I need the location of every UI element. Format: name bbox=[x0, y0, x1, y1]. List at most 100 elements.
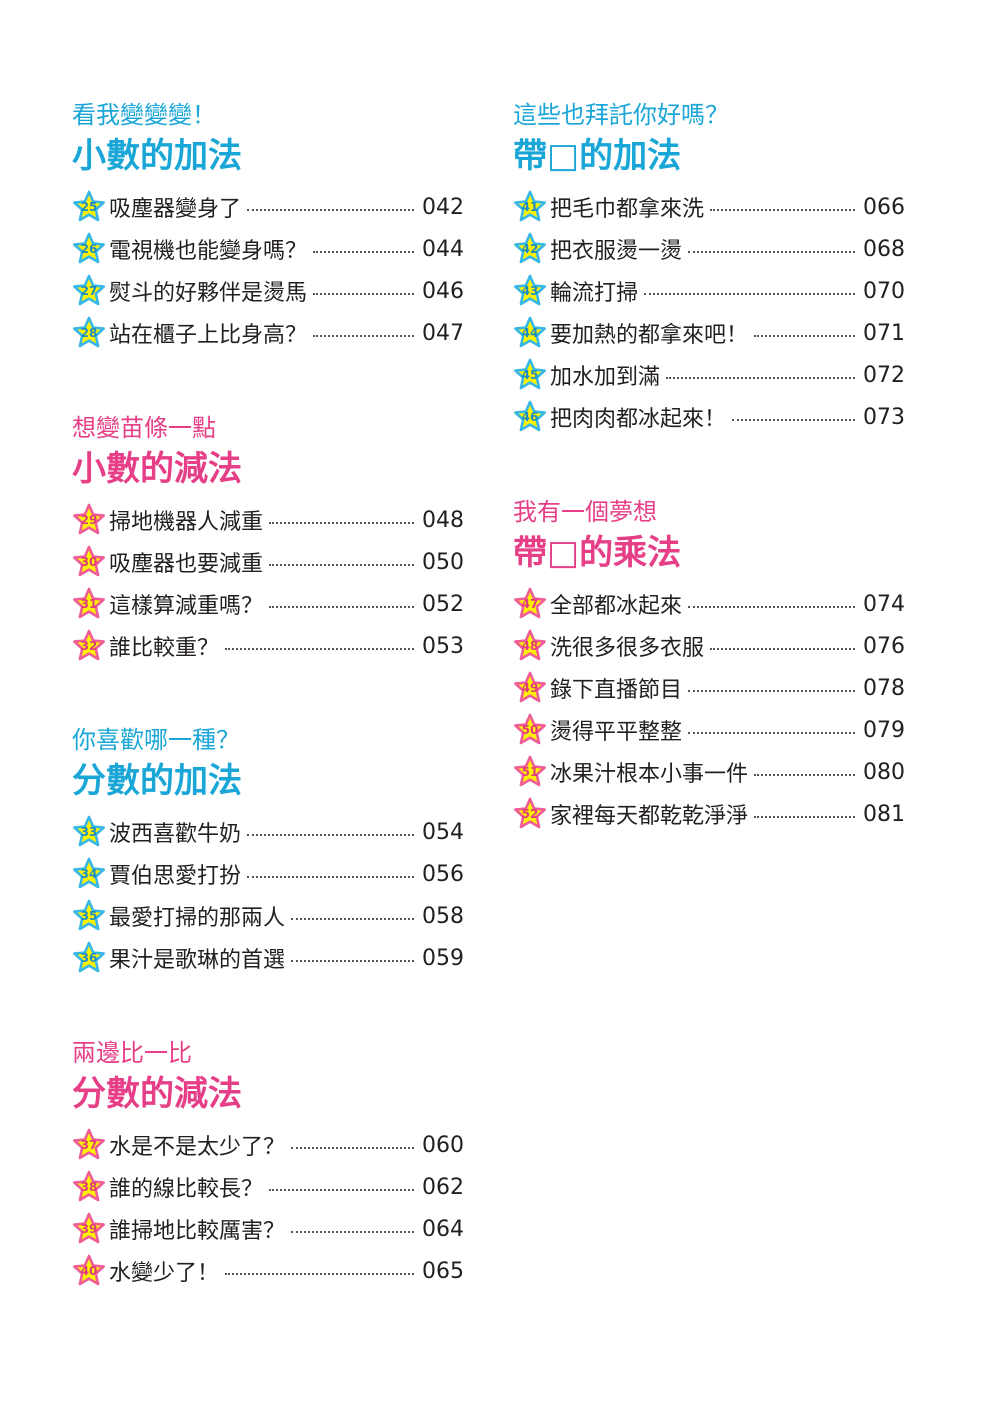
chapter-star-icon: 42 bbox=[513, 232, 547, 266]
chapter-title: 家裡每天都乾乾淨淨 bbox=[550, 804, 749, 829]
dot-leader bbox=[225, 1273, 414, 1275]
chapter-star-icon: 38 bbox=[72, 1170, 106, 1204]
dot-leader bbox=[291, 1147, 414, 1149]
chapter-star-icon: 52 bbox=[513, 797, 547, 831]
page-number: 052 bbox=[422, 591, 464, 617]
section-title: 分數的加法 bbox=[72, 761, 242, 801]
page-number: 079 bbox=[863, 717, 905, 743]
page-number: 065 bbox=[422, 1258, 464, 1284]
dot-leader bbox=[688, 251, 855, 253]
chapter-number: 38 bbox=[80, 1180, 98, 1194]
dot-leader bbox=[291, 1231, 414, 1233]
dot-leader bbox=[269, 522, 414, 524]
chapter-number: 33 bbox=[80, 825, 98, 839]
page-number: 047 bbox=[422, 320, 464, 346]
chapter-star-icon: 36 bbox=[72, 941, 106, 975]
page-number: 068 bbox=[863, 236, 905, 262]
page-number: 060 bbox=[422, 1132, 464, 1158]
chapter-star-icon: 33 bbox=[72, 815, 106, 849]
section-subtitle: 這些也拜託你好嗎？ bbox=[513, 101, 729, 129]
chapter-title: 這樣算減重嗎？ bbox=[109, 594, 264, 619]
chapter-title: 站在櫃子上比身高？ bbox=[109, 323, 308, 348]
section-title: 帶□的乘法 bbox=[513, 533, 682, 573]
chapter-title: 洗很多很多衣服 bbox=[550, 636, 705, 661]
dot-leader bbox=[313, 251, 414, 253]
page-number: 042 bbox=[422, 194, 464, 220]
chapter-number: 40 bbox=[80, 1264, 98, 1278]
page-number: 071 bbox=[863, 320, 905, 346]
page-number: 062 bbox=[422, 1174, 464, 1200]
chapter-number: 35 bbox=[80, 909, 98, 923]
chapter-star-icon: 47 bbox=[513, 587, 547, 621]
section-title: 帶□的加法 bbox=[513, 136, 682, 176]
chapter-title: 冰果汁根本小事一件 bbox=[550, 762, 749, 787]
chapter-title: 掃地機器人減重 bbox=[109, 510, 264, 535]
chapter-star-icon: 29 bbox=[72, 503, 106, 537]
chapter-number: 32 bbox=[80, 639, 98, 653]
dot-leader bbox=[269, 564, 414, 566]
chapter-number: 47 bbox=[521, 597, 539, 611]
dot-leader bbox=[247, 834, 414, 836]
page-number: 070 bbox=[863, 278, 905, 304]
chapter-number: 43 bbox=[521, 284, 539, 298]
chapter-number: 49 bbox=[521, 681, 539, 695]
dot-leader bbox=[291, 918, 414, 920]
dot-leader bbox=[225, 648, 414, 650]
page-number: 058 bbox=[422, 903, 464, 929]
page-number: 056 bbox=[422, 861, 464, 887]
toc-entry[interactable]: 50 燙得平平整整 079 bbox=[513, 709, 905, 751]
chapter-number: 51 bbox=[521, 765, 539, 779]
page-number: 059 bbox=[422, 945, 464, 971]
dot-leader bbox=[688, 732, 855, 734]
toc-entry[interactable]: 51 冰果汁根本小事一件 080 bbox=[513, 751, 905, 793]
dot-leader bbox=[313, 335, 414, 337]
page-number: 050 bbox=[422, 549, 464, 575]
chapter-number: 39 bbox=[80, 1222, 98, 1236]
dot-leader bbox=[269, 1189, 414, 1191]
dot-leader bbox=[313, 293, 414, 295]
chapter-star-icon: 51 bbox=[513, 755, 547, 789]
chapter-number: 28 bbox=[80, 326, 98, 340]
chapter-title: 燙得平平整整 bbox=[550, 720, 683, 745]
page-number: 048 bbox=[422, 507, 464, 533]
chapter-title: 熨斗的好夥伴是燙馬 bbox=[109, 281, 308, 306]
chapter-number: 50 bbox=[521, 723, 539, 737]
chapter-title: 把衣服燙一燙 bbox=[550, 239, 683, 264]
section-title: 小數的減法 bbox=[72, 449, 242, 489]
section-subtitle: 我有一個夢想 bbox=[513, 498, 657, 526]
page-number: 044 bbox=[422, 236, 464, 262]
chapter-title: 果汁是歌琳的首選 bbox=[109, 948, 286, 973]
page-number: 081 bbox=[863, 801, 905, 827]
toc-entry[interactable]: 28 站在櫃子上比身高？ 047 bbox=[72, 312, 464, 354]
page-number: 080 bbox=[863, 759, 905, 785]
